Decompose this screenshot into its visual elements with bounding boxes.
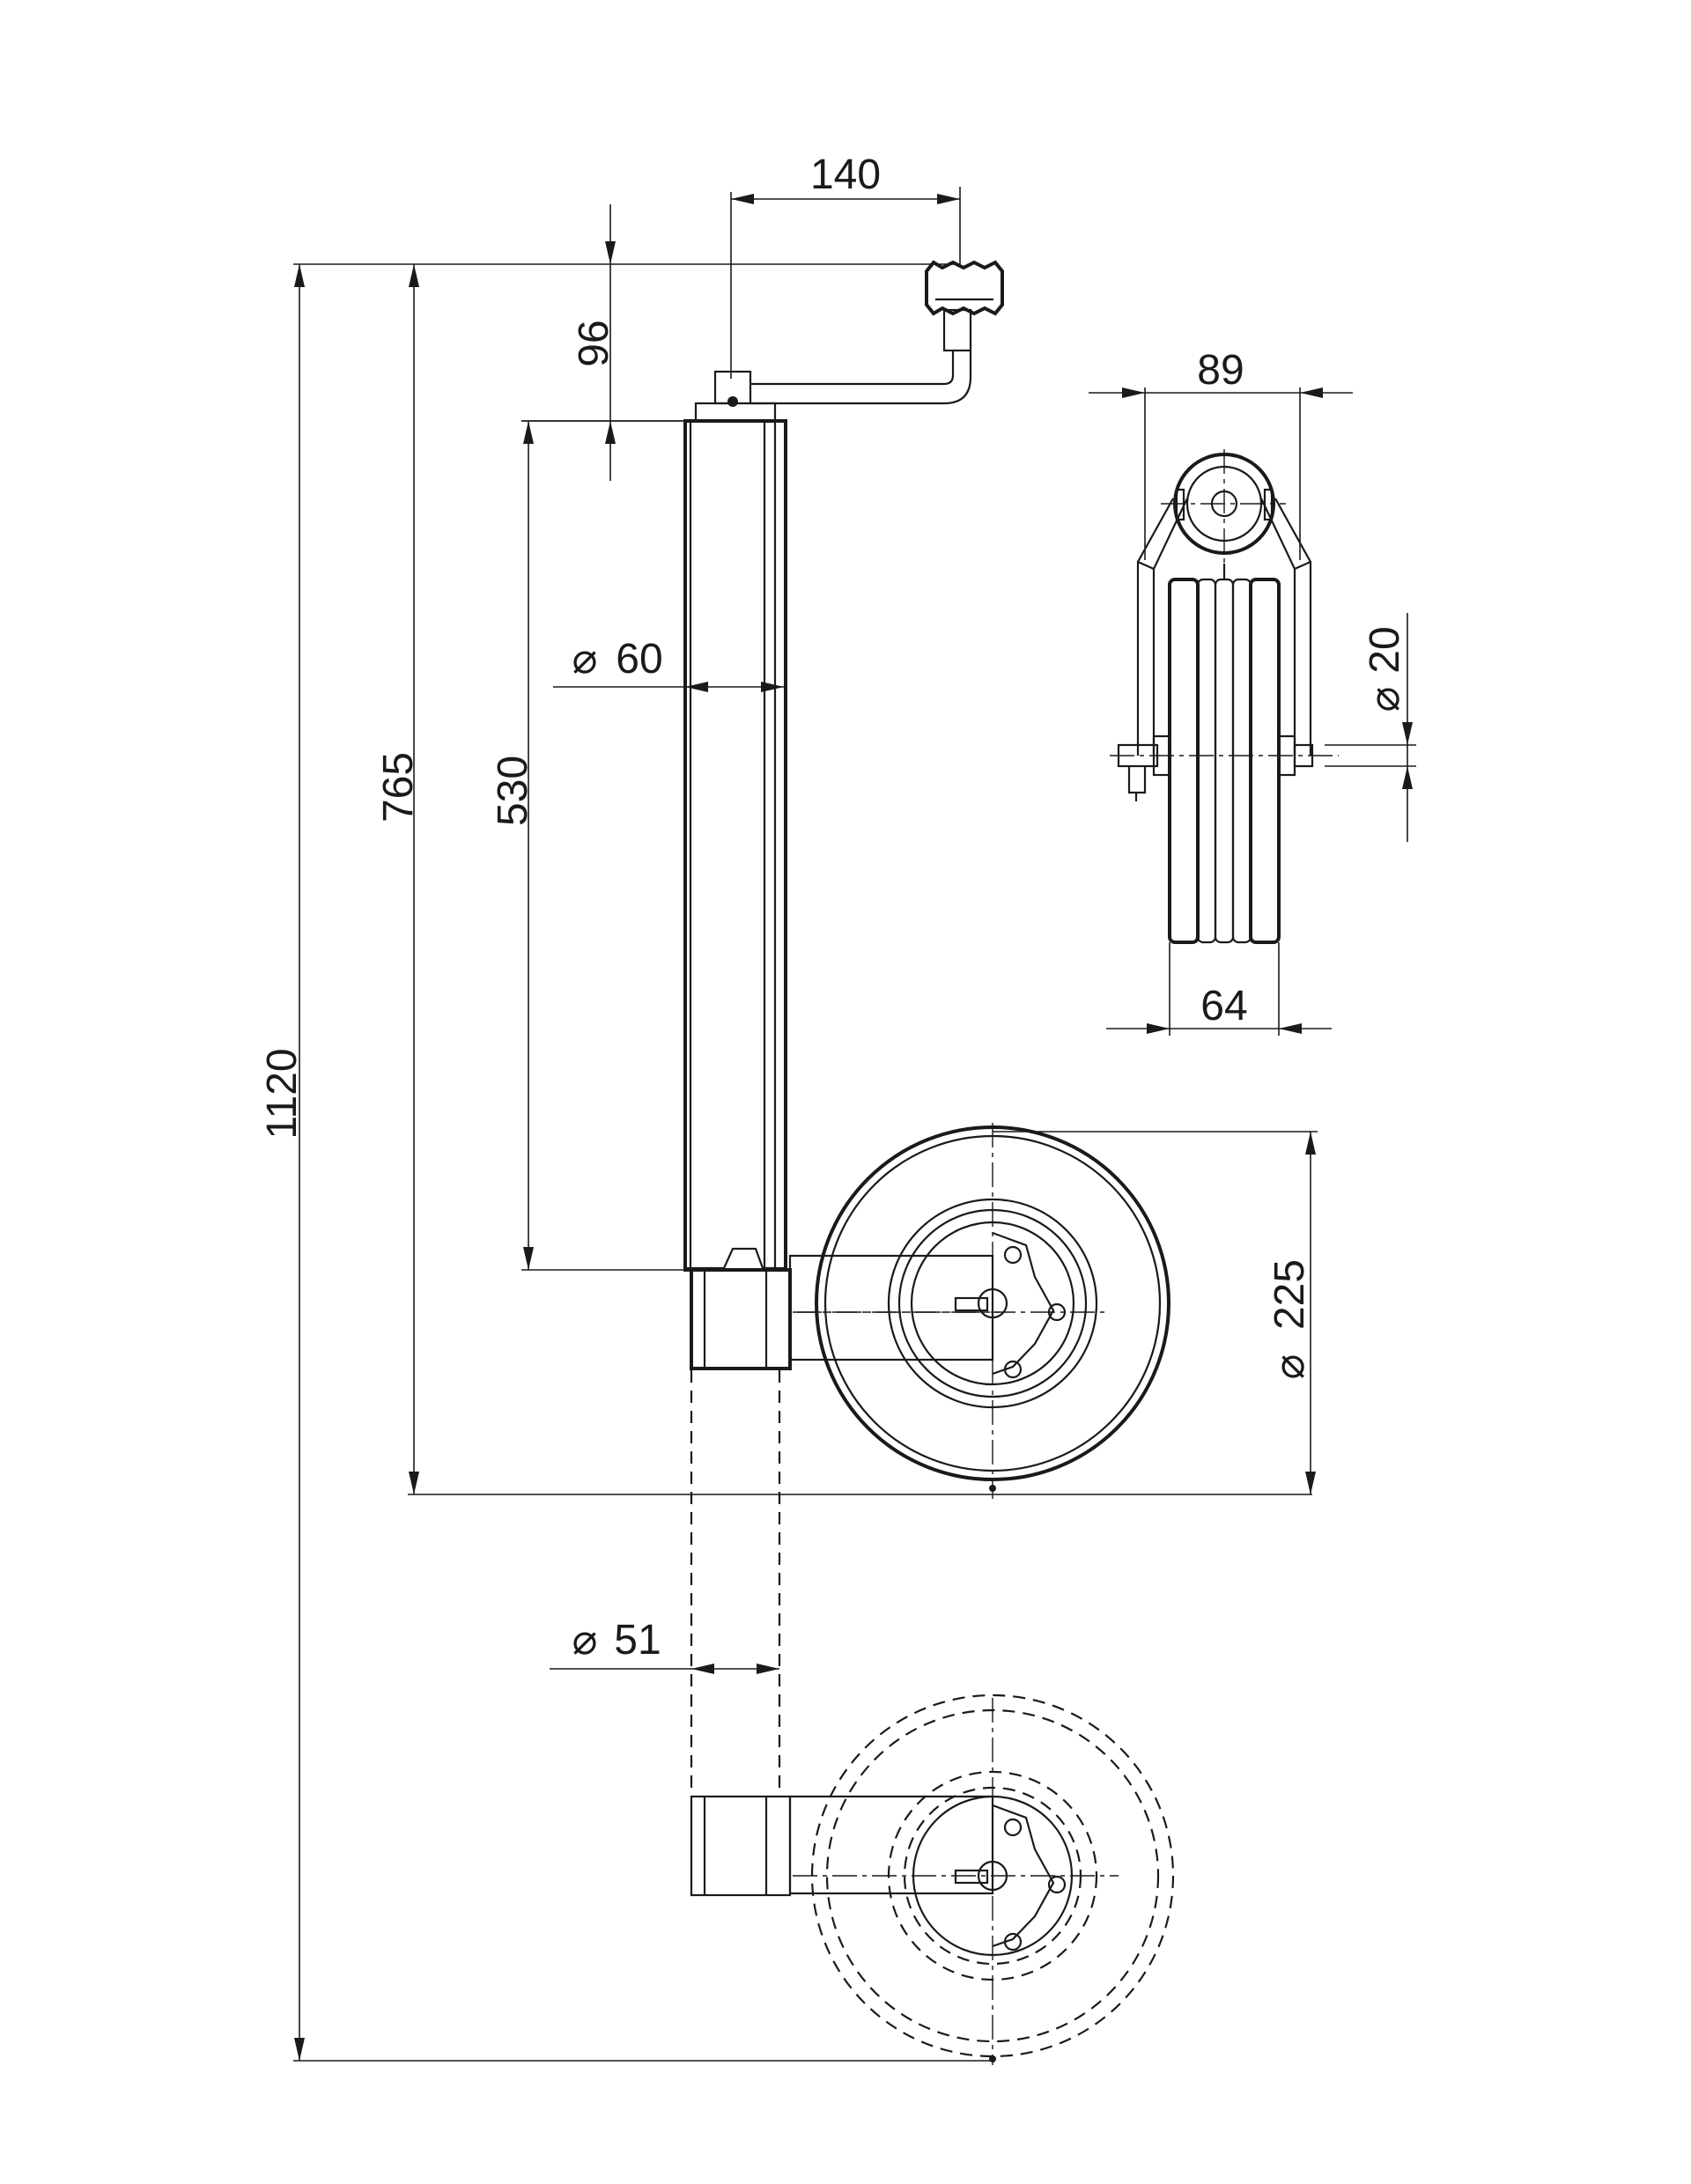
dimension-140-label: 140 — [810, 151, 881, 198]
dimension-64: 64 — [1106, 942, 1332, 1036]
dimension-dia-60: ⌀ 60 — [553, 636, 784, 692]
dimension-765-label: 765 — [375, 752, 422, 823]
dimension-89: 89 — [1089, 347, 1353, 560]
wheel-clamp-upper — [685, 1247, 1000, 1370]
dimension-dia-51: ⌀ 51 — [550, 1617, 779, 1674]
inner-tube-extended — [690, 1370, 994, 1897]
dimension-dia-225: 225 ⌀ — [993, 1131, 1318, 1494]
dimension-dia-60-label: 60 — [616, 636, 662, 682]
dimension-dia-51-label: 51 — [614, 1617, 661, 1664]
dimension-140: 140 — [730, 151, 961, 379]
dimension-765: 765 — [375, 264, 1312, 1495]
dimension-dia-20-symbol: ⌀ — [1362, 687, 1408, 712]
dimension-530: 530 — [490, 420, 685, 1271]
crank-knob — [925, 260, 1004, 316]
crank-handle — [713, 308, 972, 407]
dimension-96-label: 96 — [571, 320, 617, 366]
dimension-89-label: 89 — [1197, 347, 1244, 394]
dimension-dia-51-symbol: ⌀ — [572, 1617, 598, 1664]
wheel-upper — [793, 1123, 1170, 1499]
dimension-1120-label: 1120 — [259, 1048, 306, 1139]
dimension-dia-20-label: 20 — [1362, 626, 1408, 673]
outer-tube — [683, 419, 787, 1272]
dimension-dia-225-symbol: ⌀ — [1266, 1354, 1313, 1380]
wheel-lower-ghost — [793, 1693, 1175, 2065]
dimension-96: 96 — [293, 204, 960, 481]
dimension-dia-225-label: 225 — [1266, 1259, 1313, 1330]
dimension-dia-60-symbol: ⌀ — [572, 636, 598, 682]
dimension-530-label: 530 — [490, 756, 536, 826]
dimension-dia-20: 20 ⌀ — [1325, 613, 1416, 842]
fork-side-view — [1110, 449, 1339, 944]
dimension-64-label: 64 — [1200, 983, 1247, 1029]
dimension-1120: 1120 — [259, 264, 993, 2062]
